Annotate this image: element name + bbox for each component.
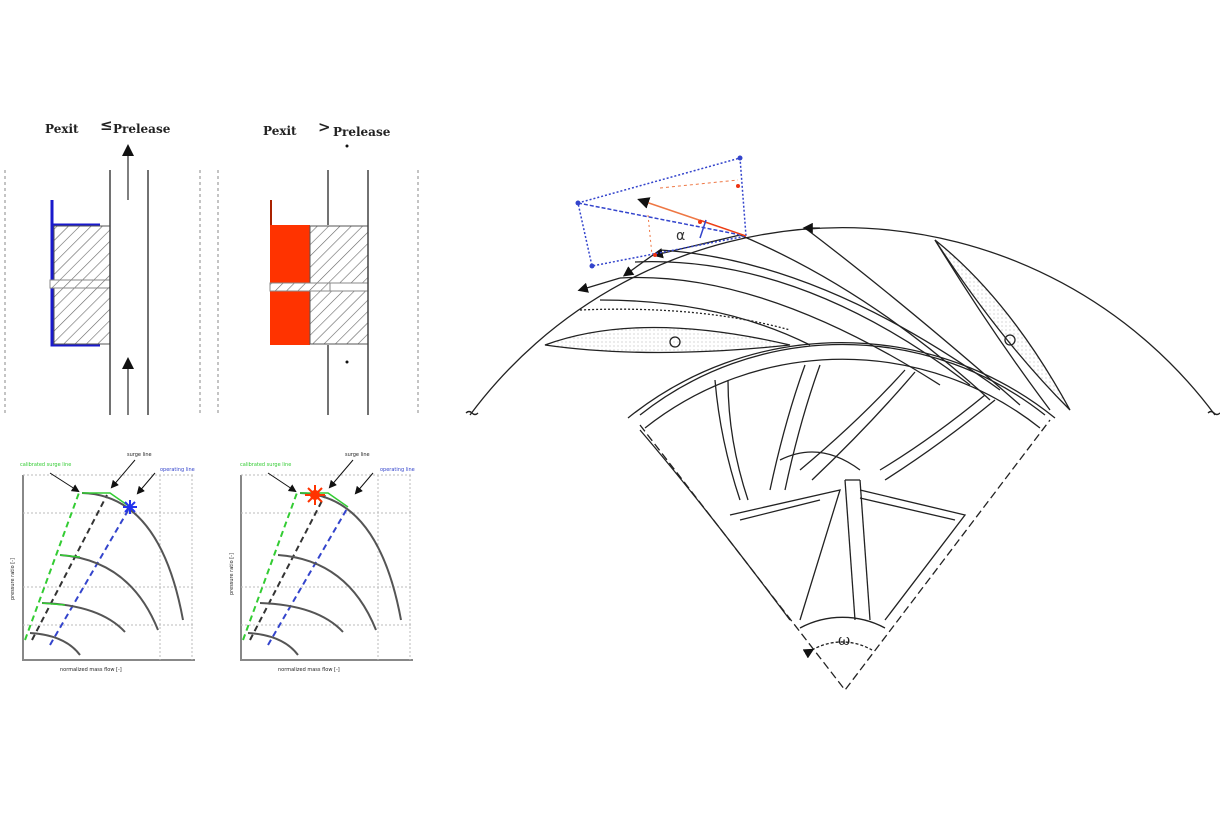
calibrated-surge-line-label: calibrated surge line bbox=[240, 462, 291, 468]
hub-ring-outer bbox=[639, 343, 1046, 416]
rotation-symbol: ω bbox=[838, 631, 850, 649]
valve-panel-open: Pexit > Prelease bbox=[263, 118, 419, 415]
operating-point-marker bbox=[123, 500, 137, 514]
prelease-label: Prelease bbox=[113, 122, 171, 136]
flow-angle-symbol: α bbox=[676, 228, 685, 244]
diffuser-outer-arc bbox=[469, 227, 1216, 416]
surge-line-label: surge line bbox=[127, 452, 152, 458]
compressor-map-right: calibrated surge line surge line operati… bbox=[229, 452, 415, 673]
y-axis-label: pressure ratio [-] bbox=[10, 558, 16, 600]
surge-point-marker bbox=[305, 485, 325, 505]
relation-symbol: ≤ bbox=[100, 116, 113, 134]
valve-stem bbox=[269, 282, 331, 292]
velocity-triangle bbox=[575, 155, 747, 269]
pexit-label: Pexit bbox=[45, 122, 79, 136]
valve-stem bbox=[49, 279, 111, 289]
calibrated-surge-line-label: calibrated surge line bbox=[20, 462, 71, 468]
x-axis-label: normalized mass flow [-] bbox=[60, 667, 122, 673]
y-axis-label: pressure ratio [-] bbox=[229, 553, 235, 595]
surge-line-label: surge line bbox=[345, 452, 370, 458]
operating-line-label: operating line bbox=[160, 467, 195, 473]
prelease-label: Prelease bbox=[333, 125, 391, 139]
relation-symbol: > bbox=[318, 118, 331, 136]
valve-panel-closed: Pexit ≤ Prelease bbox=[4, 116, 219, 415]
x-axis-label: normalized mass flow [-] bbox=[278, 667, 340, 673]
operating-line-label: operating line bbox=[380, 467, 415, 473]
pexit-label: Pexit bbox=[263, 124, 297, 138]
impeller-diagram bbox=[465, 222, 1220, 692]
compressor-map-left: calibrated surge line surge line operati… bbox=[20, 452, 195, 673]
map-axes bbox=[22, 475, 195, 661]
